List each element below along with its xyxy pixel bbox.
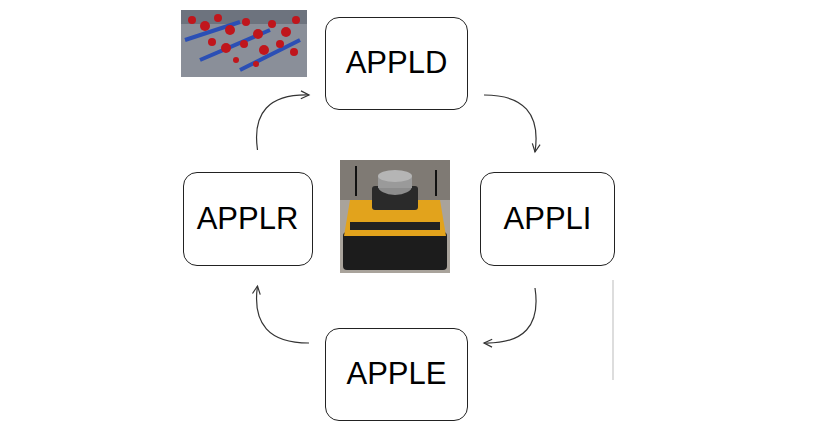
arrow-line bbox=[257, 286, 309, 343]
box-label: APPLE bbox=[347, 357, 447, 391]
curved-arrow bbox=[252, 286, 309, 343]
arrow-head bbox=[532, 143, 540, 152]
curved-arrow bbox=[484, 288, 536, 347]
process-box: APPLI bbox=[480, 172, 615, 266]
process-box: APPLD bbox=[325, 17, 468, 110]
robot-photo bbox=[340, 160, 450, 273]
arrow-line bbox=[484, 95, 536, 152]
box-label: APPLD bbox=[346, 46, 448, 80]
arrow-line bbox=[484, 288, 536, 343]
simulation-screenshot bbox=[181, 10, 307, 77]
edge-line bbox=[613, 280, 614, 380]
arrow-head bbox=[484, 339, 492, 347]
arrow-head bbox=[252, 286, 260, 295]
box-label: APPLR bbox=[197, 202, 299, 236]
arrow-head bbox=[301, 91, 309, 99]
curved-arrow bbox=[484, 95, 540, 152]
process-box: APPLR bbox=[183, 172, 313, 266]
box-label: APPLI bbox=[504, 202, 592, 236]
arrow-line bbox=[257, 95, 309, 150]
curved-arrow bbox=[257, 91, 309, 150]
process-box: APPLE bbox=[325, 328, 468, 421]
